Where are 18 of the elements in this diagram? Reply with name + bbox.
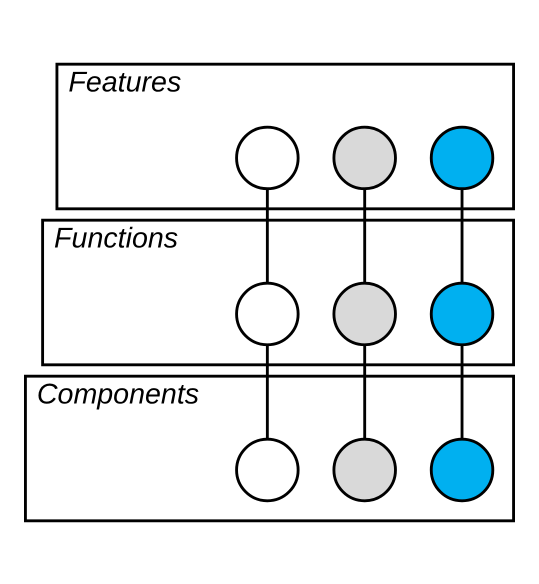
node-circle <box>332 281 397 346</box>
cluster: Components <box>24 374 515 522</box>
connector <box>363 344 366 439</box>
connector <box>266 188 269 283</box>
connector <box>460 344 464 439</box>
connector <box>266 344 269 439</box>
node-circle <box>430 437 494 502</box>
node-circle <box>332 437 397 502</box>
node-circle <box>332 125 397 190</box>
node-circle <box>235 281 300 346</box>
node-circle <box>430 281 494 346</box>
node-circle <box>235 437 300 502</box>
cluster: Features <box>56 62 515 210</box>
connector <box>460 188 464 283</box>
node-circle <box>430 125 494 190</box>
node-circle <box>235 125 300 190</box>
connector <box>363 188 366 283</box>
cluster: Functions <box>41 218 515 366</box>
